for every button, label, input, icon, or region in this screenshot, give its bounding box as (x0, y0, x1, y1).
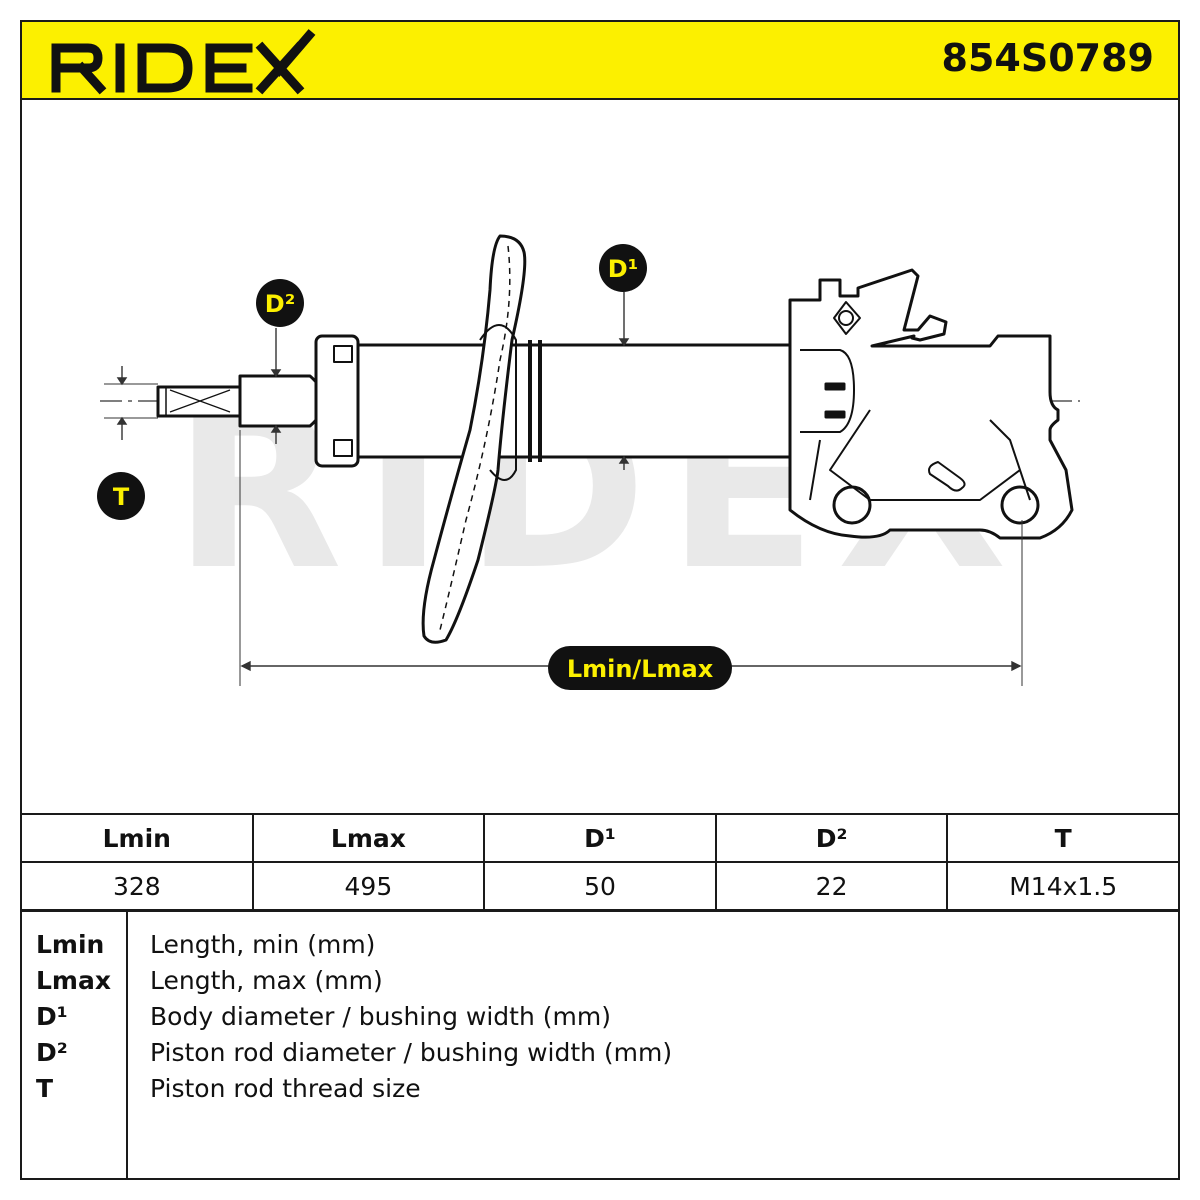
badge-t: T (97, 472, 145, 520)
specs-value-row: 328 495 50 22 M14x1.5 (20, 861, 1180, 911)
legend-item: Lmin Length, min (mm) (22, 930, 1178, 966)
specs-header-lmin: Lmin (20, 813, 254, 863)
legend-key: D¹ (36, 1002, 68, 1031)
specs-header-lmax: Lmax (251, 813, 486, 863)
header-bar: 854S0789 (20, 20, 1180, 100)
specs-header-t: T (946, 813, 1180, 863)
specs-header-d1: D¹ (483, 813, 717, 863)
legend-desc: Body diameter / bushing width (mm) (150, 1002, 611, 1031)
svg-text:T: T (113, 483, 130, 511)
mount-hole-2 (1000, 485, 1040, 525)
specs-value-d1: 50 (483, 861, 717, 911)
legend-key: D² (36, 1038, 68, 1067)
bleed-nut (833, 301, 861, 335)
legend-divider (126, 912, 128, 1178)
mount-hole-1 (832, 485, 872, 525)
badge-d2: D² (256, 279, 304, 327)
legend-desc: Length, min (mm) (150, 930, 376, 959)
spring-seat-plate (421, 234, 527, 644)
piston-rod (238, 374, 326, 428)
specs-value-t: M14x1.5 (946, 861, 1180, 911)
svg-text:D²: D² (265, 290, 295, 318)
legend-key: T (36, 1074, 54, 1103)
legend-item: D¹ Body diameter / bushing width (mm) (22, 1002, 1178, 1038)
legend-key: Lmax (36, 966, 111, 995)
part-number: 854S0789 (941, 36, 1154, 80)
badge-d1: D¹ (599, 244, 647, 292)
specs-value-d2: 22 (714, 861, 949, 911)
strut-body (356, 343, 792, 459)
specs-header-row: Lmin Lmax D¹ D² T (20, 813, 1180, 863)
legend-box: Lmin Length, min (mm) Lmax Length, max (… (20, 910, 1180, 1180)
specs-value-lmax: 495 (251, 861, 486, 911)
ridex-logo (51, 29, 316, 95)
legend-item: Lmax Length, max (mm) (22, 966, 1178, 1002)
specs-header-d2: D² (714, 813, 949, 863)
legend-desc: Length, max (mm) (150, 966, 383, 995)
legend-item: D² Piston rod diameter / bushing width (… (22, 1038, 1178, 1074)
shock-absorber-diagram: RIDEX (97, 234, 1080, 690)
specs-value-lmin: 328 (20, 861, 254, 911)
specs-table: Lmin Lmax D¹ D² T 328 495 50 22 M14x1.5 (20, 813, 1180, 911)
legend-item: T Piston rod thread size (22, 1074, 1178, 1110)
svg-text:Lmin/Lmax: Lmin/Lmax (567, 655, 714, 683)
badge-length: Lmin/Lmax (548, 646, 732, 690)
legend-desc: Piston rod diameter / bushing width (mm) (150, 1038, 673, 1067)
legend-key: Lmin (36, 930, 105, 959)
knuckle-bracket (788, 268, 1074, 540)
legend-desc: Piston rod thread size (150, 1074, 421, 1103)
svg-text:D¹: D¹ (608, 255, 638, 283)
